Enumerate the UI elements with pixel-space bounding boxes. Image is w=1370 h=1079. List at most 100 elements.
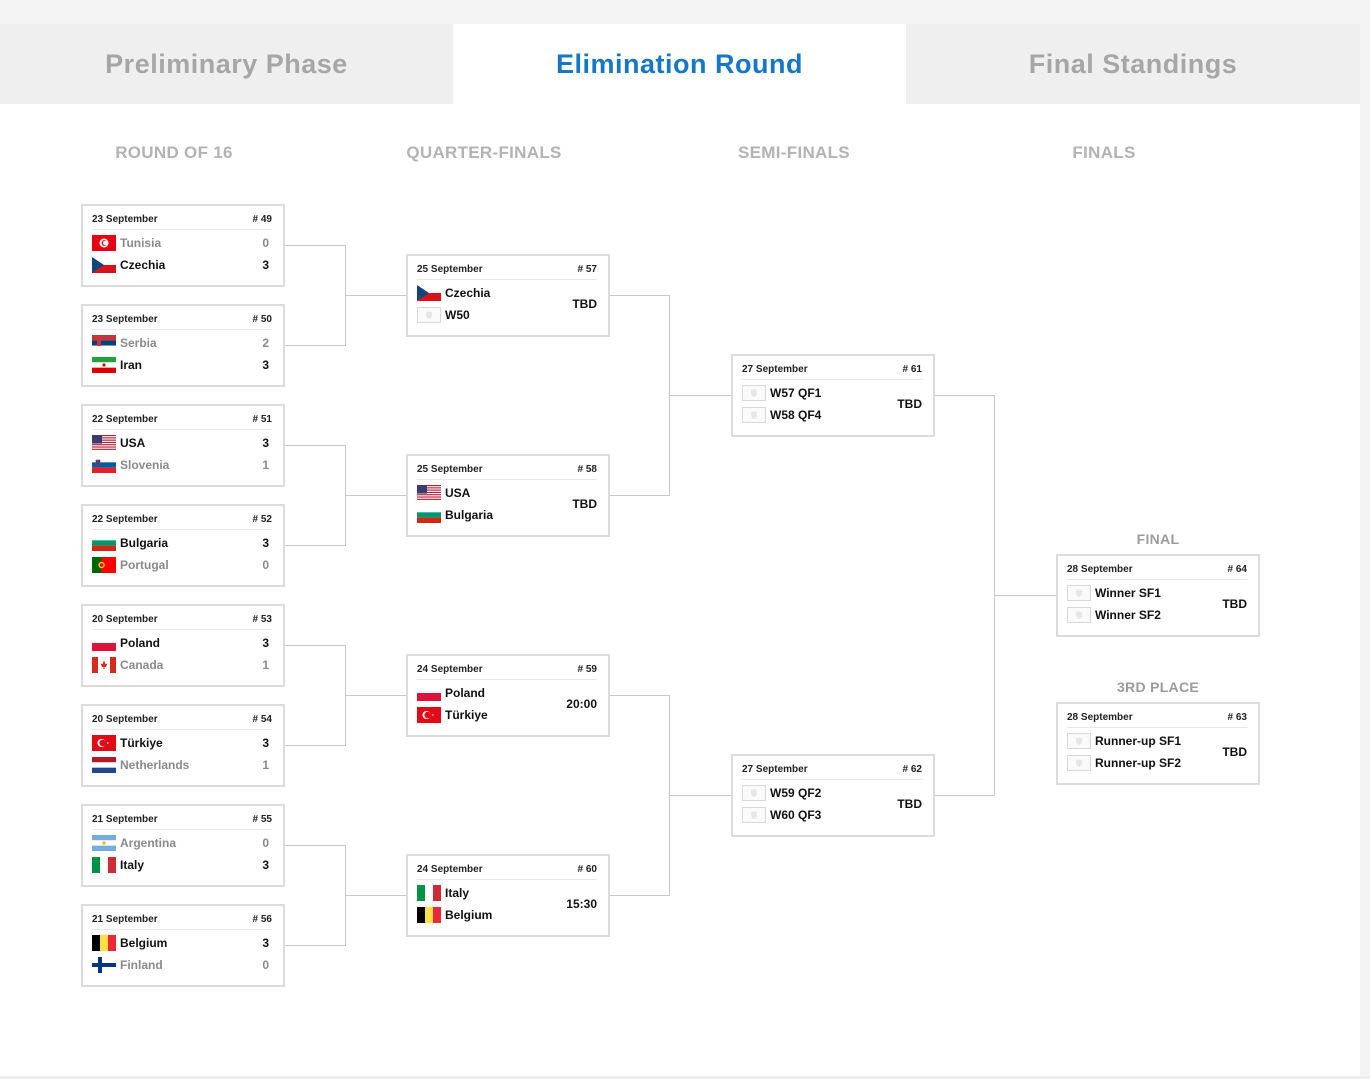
team-score: 0	[262, 236, 269, 250]
team-row[interactable]: Türkiye	[417, 705, 594, 725]
portugal-flag-icon	[92, 557, 116, 573]
team-score: 3	[262, 636, 269, 650]
team-name: Türkiye	[445, 708, 488, 722]
match-header: 23 September# 50	[92, 310, 272, 330]
team-name: Bulgaria	[120, 536, 169, 550]
team-score: 1	[262, 458, 269, 472]
turkiye-flag-icon	[92, 735, 116, 751]
placeholder-shield-icon	[742, 807, 766, 823]
team-score: 1	[262, 658, 269, 672]
team-name: Italy	[120, 858, 145, 872]
italy-flag-icon	[92, 857, 116, 873]
match-header: 22 September# 52	[92, 510, 272, 530]
tab-preliminary-phase[interactable]: Preliminary Phase	[0, 24, 453, 104]
poland-flag-icon	[92, 635, 116, 651]
team-name: Czechia	[445, 286, 491, 300]
czechia-flag-icon	[92, 257, 116, 273]
match-date: 20 September	[92, 614, 158, 625]
team-score: 0	[262, 836, 269, 850]
team-row[interactable]: W58 QF4	[742, 405, 919, 425]
team-name: Portugal	[120, 558, 169, 572]
placeholder-shield-icon	[1067, 755, 1091, 771]
match-number: # 49	[252, 214, 272, 225]
usa-flag-icon	[417, 485, 441, 501]
semi-finals-header: SEMI-FINALS	[738, 143, 850, 162]
team-row[interactable]: Runner-up SF2	[1067, 753, 1244, 773]
usa-flag-icon	[92, 435, 116, 451]
team-name: Türkiye	[120, 736, 163, 750]
team-row[interactable]: Bulgaria	[417, 505, 594, 525]
team-name: Slovenia	[120, 458, 170, 472]
team-row[interactable]: Portugal 0	[92, 555, 269, 575]
team-score: 3	[262, 436, 269, 450]
team-row[interactable]: Belgium	[417, 905, 594, 925]
team-name: Czechia	[120, 258, 166, 272]
team-row[interactable]: Winner SF2	[1067, 605, 1244, 625]
match-status: TBD	[1222, 745, 1247, 759]
team-name: Poland	[445, 686, 486, 700]
team-name: Netherlands	[120, 758, 190, 772]
team-row[interactable]: Runner-up SF1	[1067, 731, 1244, 751]
placeholder-shield-icon	[742, 385, 766, 401]
match-header: 25 September# 57	[417, 260, 597, 280]
team-row[interactable]: Slovenia 1	[92, 455, 269, 475]
team-row[interactable]: USA	[417, 483, 594, 503]
team-row[interactable]: Türkiye 3	[92, 733, 269, 753]
team-score: 0	[262, 558, 269, 572]
match-status: TBD	[572, 497, 597, 511]
match-status: TBD	[1222, 597, 1247, 611]
team-row[interactable]: W59 QF2	[742, 783, 919, 803]
team-score: 3	[262, 358, 269, 372]
match-date: 28 September	[1067, 564, 1133, 575]
match-header: 24 September# 60	[417, 860, 597, 880]
team-row[interactable]: Poland	[417, 683, 594, 703]
team-name: Winner SF1	[1095, 586, 1161, 600]
team-name: W58 QF4	[770, 408, 822, 422]
connector-sf-bracket	[935, 395, 995, 796]
team-row[interactable]: W50	[417, 305, 594, 325]
team-score: 3	[262, 936, 269, 950]
team-row[interactable]: Italy	[417, 883, 594, 903]
match-header: 27 September# 61	[742, 360, 922, 380]
team-row[interactable]: W60 QF3	[742, 805, 919, 825]
match-header: 20 September# 53	[92, 610, 272, 630]
team-score: 3	[262, 736, 269, 750]
team-row[interactable]: W57 QF1	[742, 383, 919, 403]
tab-final-standings[interactable]: Final Standings	[906, 24, 1360, 104]
team-row[interactable]: Czechia	[417, 283, 594, 303]
match-number: # 60	[577, 864, 597, 875]
tab-elimination-round[interactable]: Elimination Round	[453, 24, 906, 104]
finals-header: FINALS	[1072, 143, 1136, 162]
match-number: # 59	[577, 664, 597, 675]
team-row[interactable]: Winner SF1	[1067, 583, 1244, 603]
